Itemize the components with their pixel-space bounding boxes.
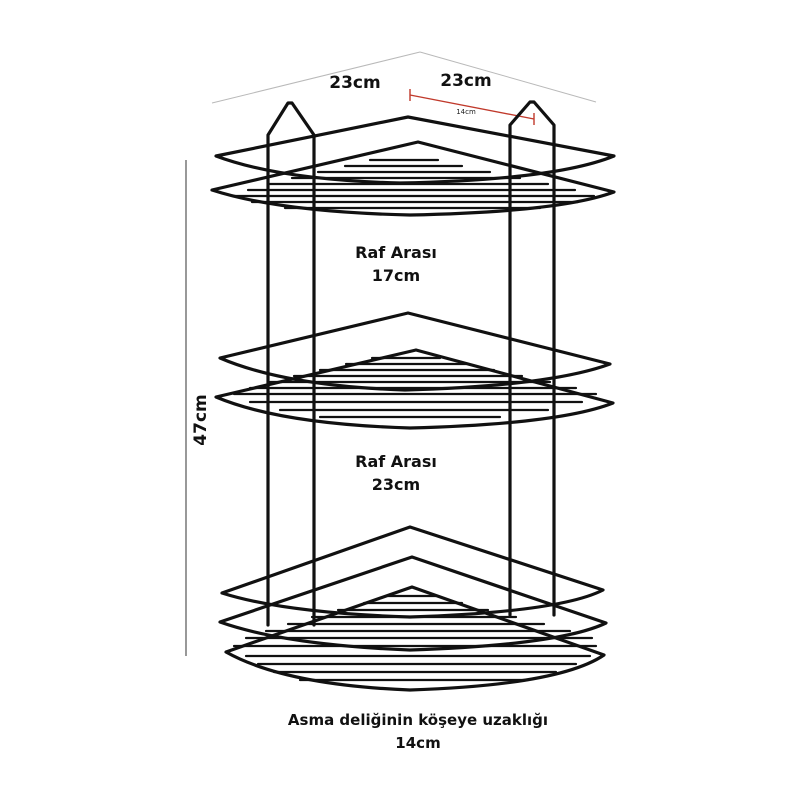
upper-gap-title: Raf Arası xyxy=(355,243,437,262)
lower-gap-value: 23cm xyxy=(372,475,420,494)
top-width-dimension xyxy=(211,51,597,104)
middle-shelf xyxy=(214,311,615,430)
hook-spacing-label: 14cm xyxy=(456,108,476,116)
upper-gap-value: 17cm xyxy=(372,266,420,285)
lower-gap-title: Raf Arası xyxy=(355,452,437,471)
hook-spacing-dimension xyxy=(409,89,535,125)
height-label: 47cm xyxy=(191,394,211,445)
width-left-label: 23cm xyxy=(329,73,380,93)
footer-caption: Asma deliğinin köşeye uzaklığı xyxy=(288,711,548,729)
footer-value: 14cm xyxy=(395,734,440,752)
width-right-label: 23cm xyxy=(440,71,491,91)
top-shelf xyxy=(210,115,616,217)
bottom-shelf xyxy=(218,525,608,692)
